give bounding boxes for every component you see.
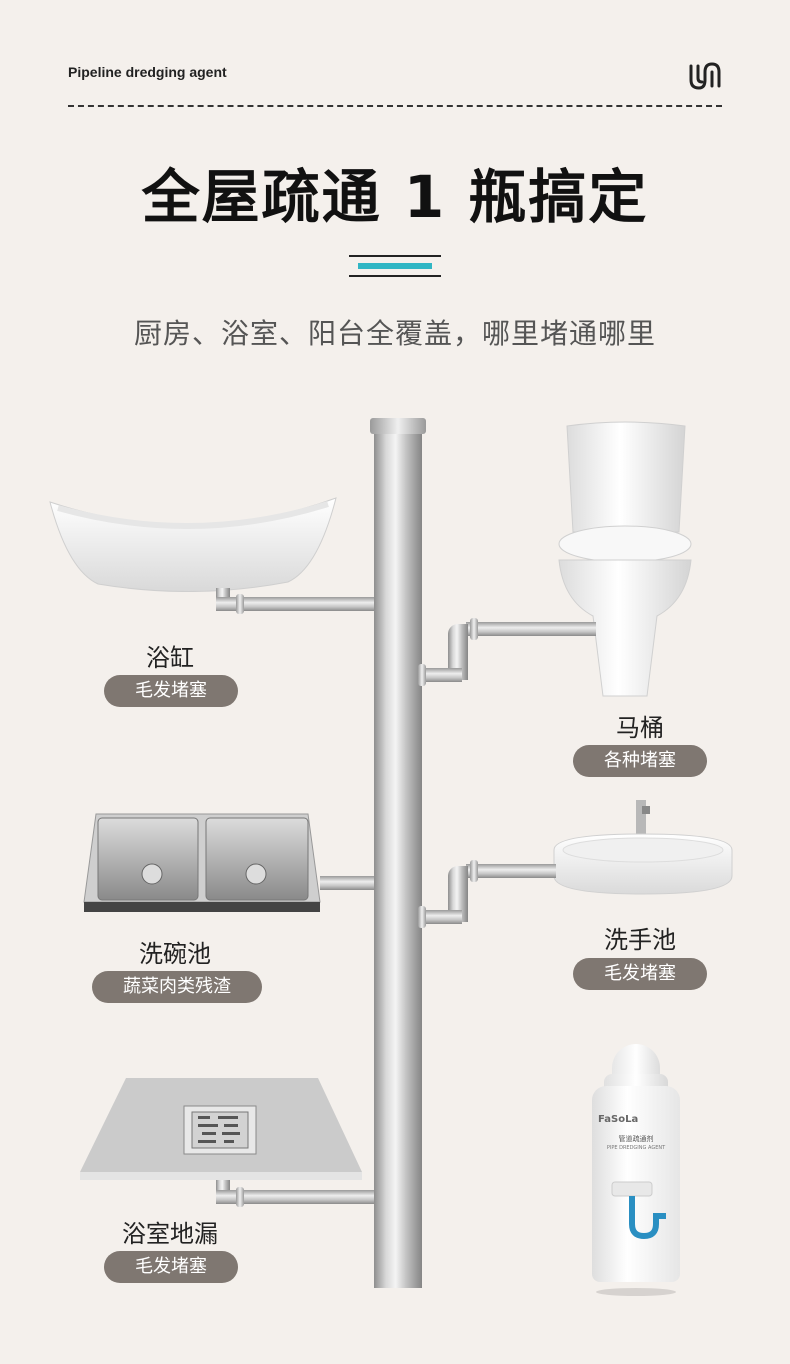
- page-title: 全屋疏通 1 瓶搞定: [141, 163, 649, 231]
- washbasin-branch-pipe: [466, 864, 556, 878]
- toilet-drop-pipe: [448, 624, 468, 680]
- brand-text: Pipeline dredging agent: [68, 64, 227, 80]
- washbasin-connector-pipe: [422, 910, 462, 924]
- fasola-logo-icon: [689, 62, 721, 90]
- floor-drain-label: 浴室地漏: [122, 1220, 218, 1248]
- title-decoration: [349, 255, 441, 277]
- floor-drain-branch-pipe: [216, 1190, 374, 1204]
- floor-drain-image: [80, 1078, 362, 1180]
- washbasin-elbow-joint: [418, 906, 426, 928]
- bottle-shadow: [596, 1288, 676, 1296]
- bathtub-pipe-joint: [236, 594, 244, 614]
- header-divider: [68, 105, 722, 107]
- product-name-cn: 管道疏通剂: [618, 1135, 654, 1143]
- bathtub-tag: 毛发堵塞: [104, 675, 238, 707]
- main-pipe: [374, 428, 422, 1288]
- toilet-tag: 各种堵塞: [573, 745, 707, 777]
- bathtub-image: [49, 497, 337, 592]
- kitchen-sink-tag: 蔬菜肉类残渣: [92, 971, 262, 1003]
- toilet-image: [558, 421, 692, 697]
- washbasin-drop-pipe: [448, 866, 468, 922]
- page-subtitle: 厨房、浴室、阳台全覆盖，哪里堵通哪里: [133, 317, 656, 350]
- washbasin-tag: 毛发堵塞: [573, 958, 707, 990]
- product-brand: FaSoLa: [598, 1114, 639, 1125]
- main-pipe-cap: [370, 418, 426, 434]
- product-bottle: FaSoLa 管道疏通剂 PIPE DREDGING AGENT: [590, 1044, 682, 1296]
- product-name-en: PIPE DREDGING AGENT: [606, 1145, 666, 1151]
- bathtub-branch-pipe: [216, 597, 374, 611]
- kitchen-sink-label: 洗碗池: [139, 940, 211, 968]
- pipe-illustration-icon: [611, 1181, 666, 1240]
- toilet-connector-pipe: [422, 668, 462, 682]
- toilet-branch-pipe: [466, 622, 596, 636]
- washbasin-label: 洗手池: [604, 926, 676, 954]
- toilet-elbow-joint: [418, 664, 426, 686]
- bottle-neck: [604, 1074, 668, 1088]
- kitchen-sink-branch-pipe: [320, 876, 374, 890]
- floor-drain-tag: 毛发堵塞: [104, 1251, 238, 1283]
- kitchen-sink-image: [83, 813, 321, 912]
- washbasin-pipe-joint: [470, 860, 478, 882]
- toilet-pipe-joint: [470, 618, 478, 640]
- washbasin-image: [553, 800, 733, 895]
- floor-drain-pipe-joint: [236, 1187, 244, 1207]
- bottle-cap: [612, 1044, 660, 1078]
- bathtub-label: 浴缸: [146, 644, 194, 672]
- toilet-label: 马桶: [616, 714, 664, 742]
